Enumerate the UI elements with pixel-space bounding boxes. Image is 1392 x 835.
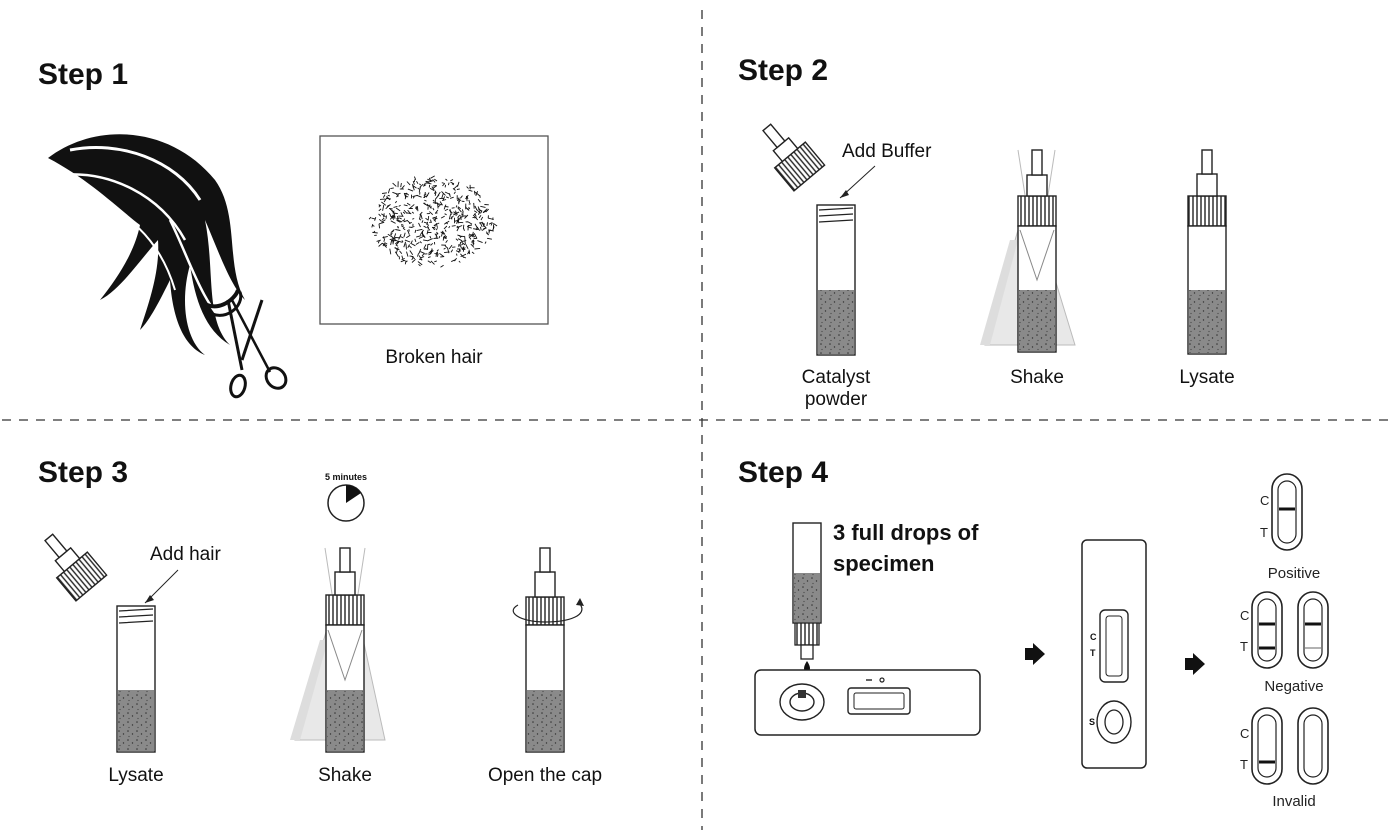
timer-icon [327,484,365,522]
step2-panel: Step 2 Add Buffer Catalyst powder [738,54,1235,410]
add-hair-label: Add hair [150,544,221,565]
result-positive: C T Positive [1260,473,1321,582]
catalyst-tube-icon [816,204,856,356]
broken-hair-box [319,135,549,325]
open-cap-label: Open the cap [488,765,602,786]
dropper-tube-icon [792,522,822,672]
t-letter: T [1240,757,1248,772]
result-invalid: C T Invalid [1240,707,1329,810]
catalyst-label-line1: Catalyst [802,367,871,388]
step4-panel: Step 4 3 full drops of specimen [738,456,1329,810]
step3-panel: Step 3 Add hair Lysate 5 minutes [38,456,602,786]
c-letter: C [1260,493,1269,508]
hair-lock-icon [48,134,245,355]
shaking-tube-icon [980,149,1076,353]
timer-label: 5 minutes [325,472,367,482]
test-cassette-horizontal-icon [754,669,981,736]
open-cap-tube-icon [512,547,584,753]
shaking-tube-icon [290,547,386,753]
cassette-s-label: S [1089,717,1095,727]
test-cassette-vertical-icon: C T S [1081,539,1147,769]
arrow-right-icon [1185,653,1205,675]
positive-label: Positive [1268,565,1321,582]
lysate-tube-icon [1187,149,1227,355]
broken-hair-label: Broken hair [385,347,483,368]
quadrant-dividers [2,10,1392,830]
cassette-c-label: C [1090,632,1097,642]
arrow-right-icon [1025,643,1045,665]
catalyst-label-line2: powder [805,389,868,410]
step2-title: Step 2 [738,54,828,87]
t-letter: T [1260,525,1268,540]
c-letter: C [1240,608,1249,623]
step1-panel: Step 1 Broken hair [38,58,549,399]
drops-text-line2: specimen [833,551,935,576]
step3-lysate-label: Lysate [108,765,163,786]
scissors-icon [226,299,288,399]
add-buffer-label: Add Buffer [842,141,932,162]
lysate-tube-open-icon [116,605,156,753]
step3-title: Step 3 [38,456,128,489]
cassette-t-label: T [1090,648,1096,658]
dropper-cap-icon [44,533,108,602]
broken-hair-fragments [368,175,498,268]
t-letter: T [1240,639,1248,654]
step3-shake-label: Shake [318,765,372,786]
negative-label: Negative [1264,678,1323,695]
c-letter: C [1240,726,1249,741]
step4-title: Step 4 [738,456,828,489]
shake-label: Shake [1010,367,1064,388]
invalid-label: Invalid [1272,793,1315,810]
dropper-cap-icon [762,123,826,192]
step1-title: Step 1 [38,58,128,91]
step2-lysate-label: Lysate [1179,367,1234,388]
drops-text-line1: 3 full drops of [833,520,979,545]
result-negative: C T Negative [1240,591,1329,695]
